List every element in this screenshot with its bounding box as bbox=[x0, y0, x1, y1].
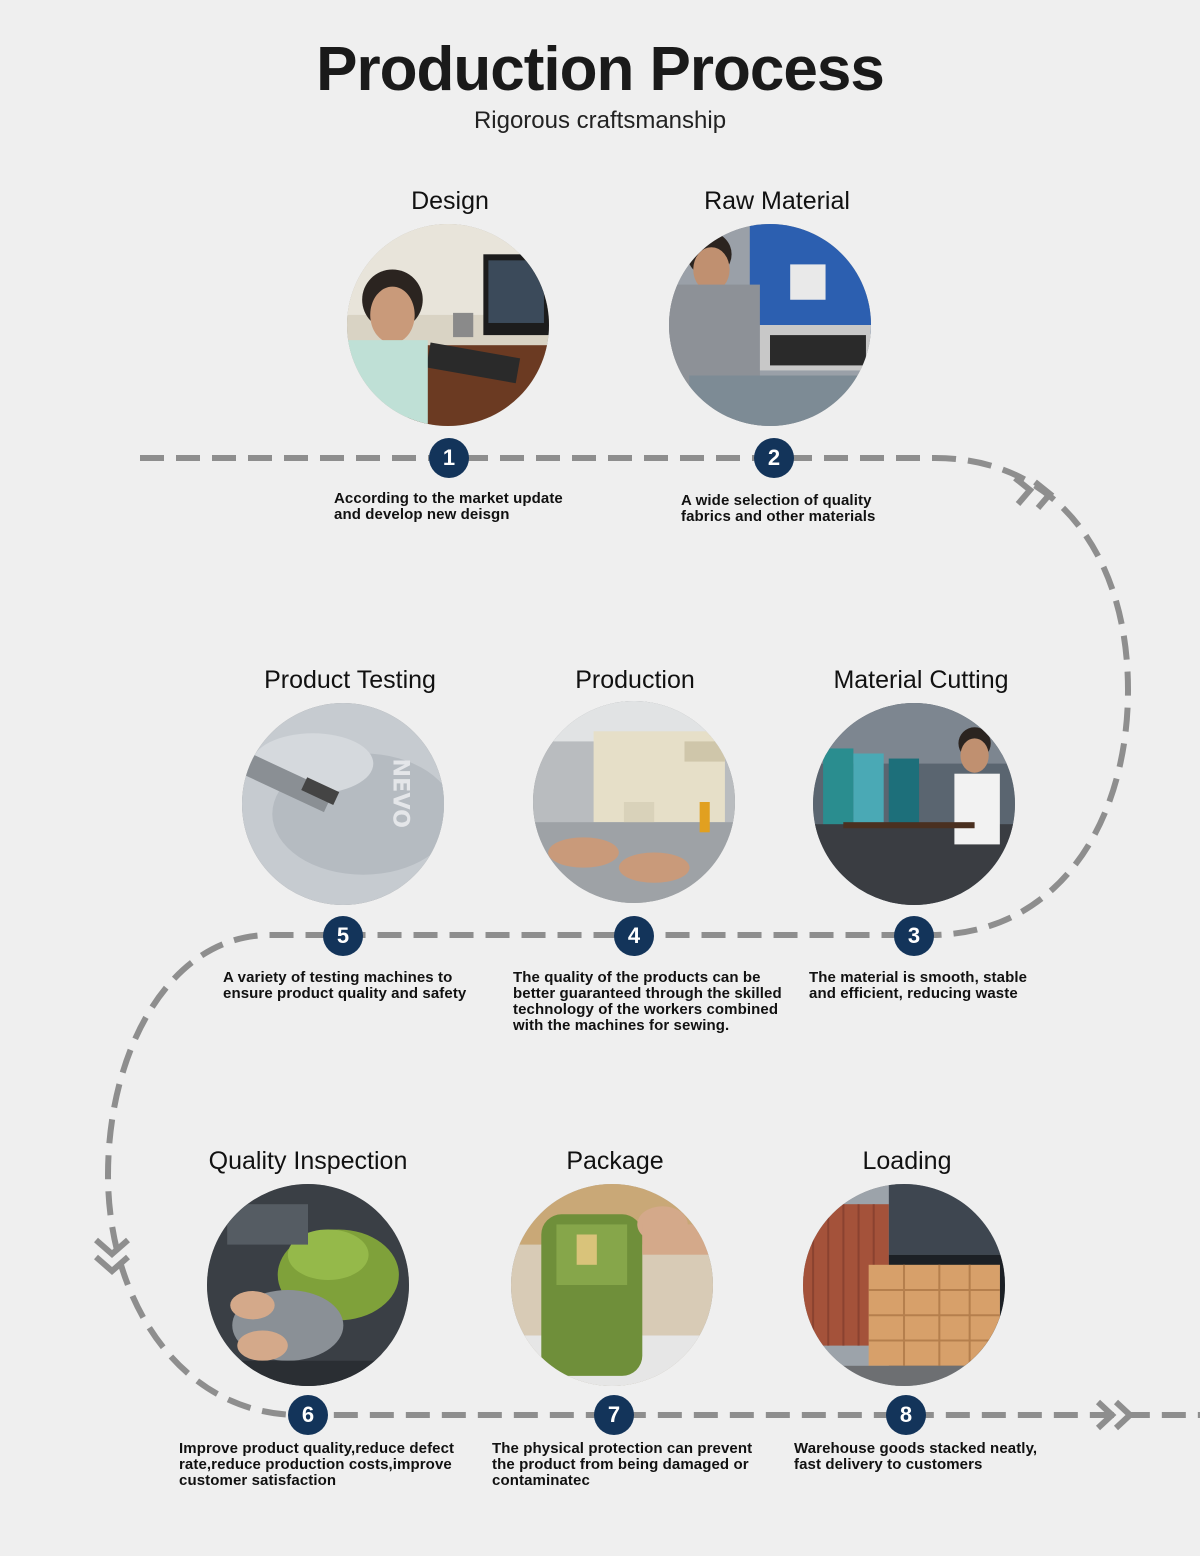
step-number-badge: 1 bbox=[429, 438, 469, 478]
step-title-design: Design bbox=[411, 187, 489, 215]
chevron-right-icon bbox=[1013, 475, 1055, 510]
step-description: A wide selection of quality fabrics and … bbox=[681, 492, 876, 525]
step-title-product-testing: Product Testing bbox=[264, 666, 436, 694]
step-number-badge: 4 bbox=[614, 916, 654, 956]
step-number-badge: 7 bbox=[594, 1395, 634, 1435]
loading-photo bbox=[803, 1184, 1005, 1386]
raw-material-photo bbox=[669, 224, 871, 426]
page-title: Production Process bbox=[316, 35, 885, 104]
production-photo bbox=[533, 701, 735, 903]
chevron-down-icon bbox=[94, 1237, 130, 1275]
package-photo bbox=[511, 1184, 713, 1386]
step-description: The quality of the products can be bette… bbox=[513, 969, 782, 1034]
design-photo bbox=[347, 224, 549, 426]
step-title-package: Package bbox=[566, 1147, 664, 1175]
step-description: Improve product quality,reduce defect ra… bbox=[179, 1440, 455, 1489]
step-number-badge: 8 bbox=[886, 1395, 926, 1435]
step-description: According to the market update and devel… bbox=[334, 490, 563, 523]
quality-inspection-photo bbox=[207, 1184, 409, 1386]
step-title-production: Production bbox=[575, 666, 695, 694]
step-number-badge: 3 bbox=[894, 916, 934, 956]
step-number-badge: 5 bbox=[323, 916, 363, 956]
page-subtitle: Rigorous craftsmanship bbox=[473, 107, 727, 134]
svg-text:NEVO: NEVO bbox=[388, 759, 414, 828]
step-description: A variety of testing machines to ensure … bbox=[223, 969, 467, 1002]
step-number-badge: 2 bbox=[754, 438, 794, 478]
step-title-loading: Loading bbox=[862, 1147, 952, 1175]
step-description: The material is smooth, stable and effic… bbox=[809, 969, 1028, 1002]
step-title-quality-inspection: Quality Inspection bbox=[208, 1147, 408, 1175]
step-title-material-cutting: Material Cutting bbox=[833, 666, 1009, 694]
product-testing-photo: NEVO bbox=[242, 703, 444, 905]
material-cutting-photo bbox=[813, 703, 1015, 905]
step-number-badge: 6 bbox=[288, 1395, 328, 1435]
chevron-right-icon bbox=[1095, 1399, 1135, 1431]
step-description: The physical protection can prevent the … bbox=[492, 1440, 753, 1489]
step-description: Warehouse goods stacked neatly, fast del… bbox=[794, 1440, 1038, 1473]
step-title-raw-material: Raw Material bbox=[704, 187, 850, 215]
